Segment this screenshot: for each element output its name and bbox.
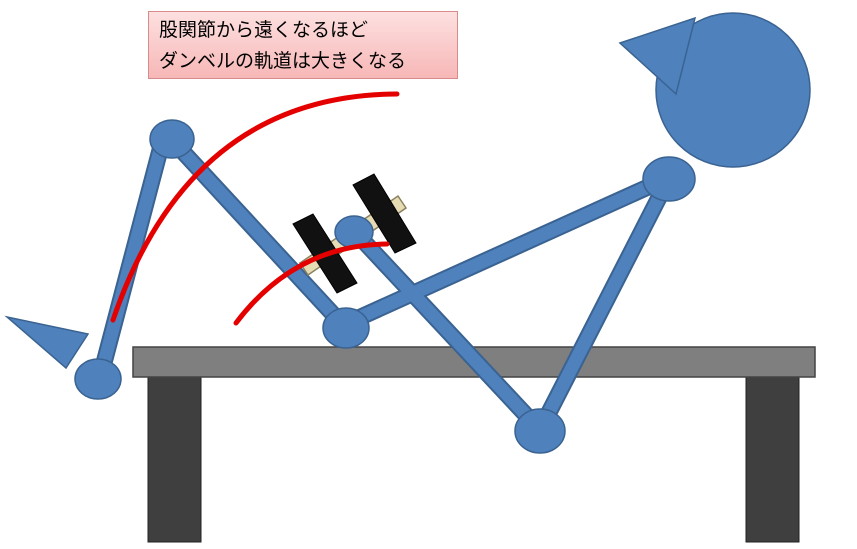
- small-trajectory-arc: [233, 241, 390, 326]
- annotation-callout: 股関節から遠くなるほど ダンベルの軌道は大きくなる: [148, 11, 458, 79]
- large-trajectory-arc: [110, 91, 400, 323]
- head: [655, 12, 811, 168]
- annotation-line-1: 股関節から遠くなるほど: [159, 19, 369, 41]
- dumbbell-plate-right: [352, 173, 417, 254]
- elbow-joint: [514, 408, 566, 454]
- annotation-line-2: ダンベルの軌道は大きくなる: [159, 50, 407, 72]
- hip-joint: [322, 307, 370, 349]
- figure-limbs-fill: [93, 133, 675, 437]
- foot: [4, 315, 90, 370]
- shoulder-joint: [642, 156, 696, 202]
- nose: [618, 16, 697, 96]
- bench-leg-left: [147, 375, 202, 543]
- knee-joint: [149, 119, 195, 159]
- joints: [74, 119, 696, 454]
- ankle-joint: [74, 358, 122, 400]
- bench-leg-right: [745, 375, 800, 543]
